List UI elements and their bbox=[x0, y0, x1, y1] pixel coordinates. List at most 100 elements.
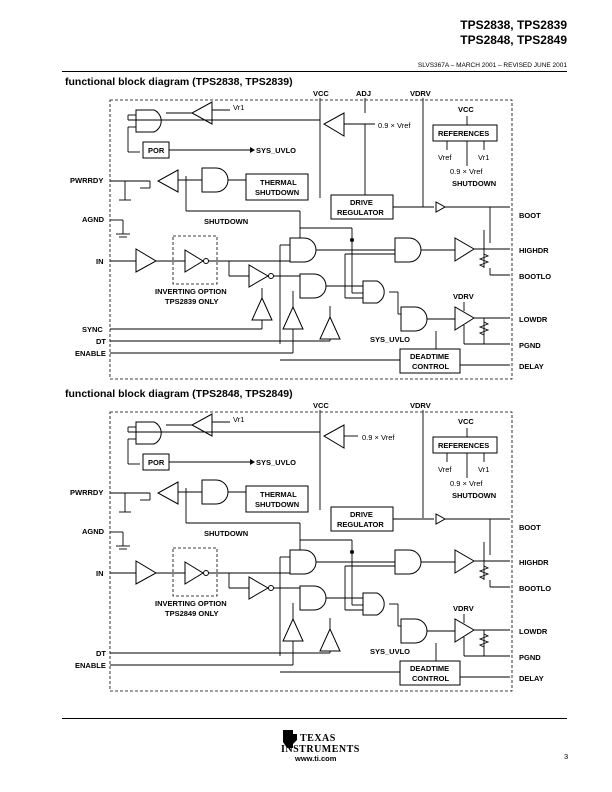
pin-pgnd: PGND bbox=[519, 653, 541, 662]
drive-label-2: REGULATOR bbox=[337, 520, 384, 529]
inverting-option-box bbox=[172, 235, 218, 285]
deadtime-label-1: DEADTIME bbox=[410, 352, 449, 361]
footer-url[interactable]: www.ti.com bbox=[295, 754, 337, 763]
pin-bootlo: BOOTLO bbox=[519, 584, 551, 593]
pin-enable: ENABLE bbox=[75, 661, 106, 670]
label-vcc-ref: VCC bbox=[458, 105, 474, 114]
thermal-block bbox=[245, 173, 309, 201]
input-buffer bbox=[135, 248, 158, 273]
diode-boot bbox=[435, 201, 447, 213]
and-gate-1 bbox=[289, 237, 317, 263]
and-gate-thermal bbox=[201, 167, 229, 193]
label-sys-uvlo-2: SYS_UVLO bbox=[370, 647, 410, 656]
label-sys-uvlo-2: SYS_UVLO bbox=[370, 335, 410, 344]
pin-sync: SYNC bbox=[82, 325, 103, 334]
pin-boot: BOOT bbox=[519, 211, 541, 220]
logo-text-line2: INSTRUMENTS bbox=[281, 744, 360, 755]
pin-adj: ADJ bbox=[356, 89, 371, 98]
references-block bbox=[432, 436, 498, 454]
driver-low bbox=[454, 618, 475, 643]
pin-pwrrdy: PWRRDY bbox=[70, 176, 103, 185]
deadtime-label-2: CONTROL bbox=[412, 674, 449, 683]
drive-regulator-block bbox=[330, 194, 394, 220]
label-vr1-ref: Vr1 bbox=[478, 465, 489, 474]
pin-vcc: VCC bbox=[313, 401, 329, 410]
inverting-option-box bbox=[172, 547, 218, 597]
comparator-enable bbox=[319, 315, 341, 340]
buffer-pwrrdy bbox=[156, 169, 179, 193]
deadtime-label-2: CONTROL bbox=[412, 362, 449, 371]
and-gate-5 bbox=[400, 618, 428, 644]
label-vref09: 0.9 × Vref bbox=[362, 433, 395, 442]
pin-enable: ENABLE bbox=[75, 349, 106, 358]
pin-lowdr: LOWDR bbox=[519, 627, 548, 636]
label-vr1: Vr1 bbox=[233, 415, 244, 424]
label-ref09: 0.9 × Vref bbox=[450, 167, 483, 176]
doc-meta: SLVS367A – MARCH 2001 – REVISED JUNE 200… bbox=[417, 62, 567, 69]
chip-boundary bbox=[109, 99, 513, 380]
label-vref: Vref bbox=[438, 153, 452, 162]
label-ref-shutdown: SHUTDOWN bbox=[452, 491, 496, 500]
label-vcc-ref: VCC bbox=[458, 417, 474, 426]
pin-dt: DT bbox=[96, 337, 106, 346]
logo-text-line1: TEXAS bbox=[300, 733, 336, 744]
driver-high bbox=[454, 237, 475, 262]
buffer-pwrrdy bbox=[156, 481, 179, 505]
label-vref09: 0.9 × Vref bbox=[378, 121, 411, 130]
label-ref-shutdown: SHUTDOWN bbox=[452, 179, 496, 188]
block-diagram-2: VCC VDRV Vr1 0.9 × Vref POR SYS_UVLO THE… bbox=[70, 401, 551, 692]
comparator-adj bbox=[322, 112, 345, 137]
pin-in: IN bbox=[96, 569, 104, 578]
label-sys-uvlo: SYS_UVLO bbox=[256, 146, 296, 155]
deadtime-block bbox=[399, 660, 461, 686]
comparator-dt bbox=[282, 617, 304, 642]
input-buffer bbox=[135, 560, 158, 585]
diagram2-title: functional block diagram (TPS2848, TPS28… bbox=[65, 388, 293, 400]
pin-pgnd: PGND bbox=[519, 341, 541, 350]
comparator-enable bbox=[319, 627, 341, 652]
inverting-label-2: TPS2849 ONLY bbox=[165, 609, 219, 618]
pin-vcc: VCC bbox=[313, 89, 329, 98]
driver-high bbox=[454, 549, 475, 574]
thermal-label-1: THERMAL bbox=[260, 178, 297, 187]
block-diagram-1: VCC ADJ VDRV Vr1 0.9 × Vref POR SYS_UVLO… bbox=[70, 89, 551, 380]
inverting-label-2: TPS2839 ONLY bbox=[165, 297, 219, 306]
drive-label-2: REGULATOR bbox=[337, 208, 384, 217]
comparator-vref bbox=[322, 424, 345, 449]
and-gate-5 bbox=[400, 306, 428, 332]
chip-boundary bbox=[109, 411, 513, 692]
label-vref: Vref bbox=[438, 465, 452, 474]
thermal-label-2: SHUTDOWN bbox=[255, 500, 299, 509]
inverter bbox=[184, 561, 204, 585]
diode-boot bbox=[435, 513, 447, 525]
por-label: POR bbox=[148, 458, 165, 467]
pin-boot: BOOT bbox=[519, 523, 541, 532]
comparator-vr1 bbox=[190, 413, 213, 437]
label-sys-uvlo: SYS_UVLO bbox=[256, 458, 296, 467]
footer-rule bbox=[62, 718, 567, 719]
comparator-dt bbox=[282, 305, 304, 330]
pin-agnd: AGND bbox=[82, 215, 105, 224]
pin-bootlo: BOOTLO bbox=[519, 272, 551, 281]
buffer-2 bbox=[248, 264, 269, 288]
and-gate-3 bbox=[394, 237, 422, 263]
and-gate-uvlo bbox=[135, 109, 162, 133]
pin-delay: DELAY bbox=[519, 674, 544, 683]
deadtime-label-1: DEADTIME bbox=[410, 664, 449, 673]
por-label: POR bbox=[148, 146, 165, 155]
inverting-label-1: INVERTING OPTION bbox=[155, 287, 227, 296]
drive-label-1: DRIVE bbox=[350, 198, 373, 207]
and-gate-4 bbox=[362, 280, 385, 304]
references-label: REFERENCES bbox=[438, 441, 489, 450]
pin-in: IN bbox=[96, 257, 104, 266]
comparator-vr1 bbox=[190, 101, 213, 125]
and-gate-2 bbox=[299, 585, 327, 611]
label-vr1-ref: Vr1 bbox=[478, 153, 489, 162]
thermal-label-1: THERMAL bbox=[260, 490, 297, 499]
and-gate-2 bbox=[299, 273, 327, 299]
ti-logo-icon bbox=[283, 730, 297, 748]
label-vdrv-low: VDRV bbox=[453, 292, 474, 301]
label-ref09: 0.9 × Vref bbox=[450, 479, 483, 488]
header-rule bbox=[62, 71, 567, 72]
pin-delay: DELAY bbox=[519, 362, 544, 371]
